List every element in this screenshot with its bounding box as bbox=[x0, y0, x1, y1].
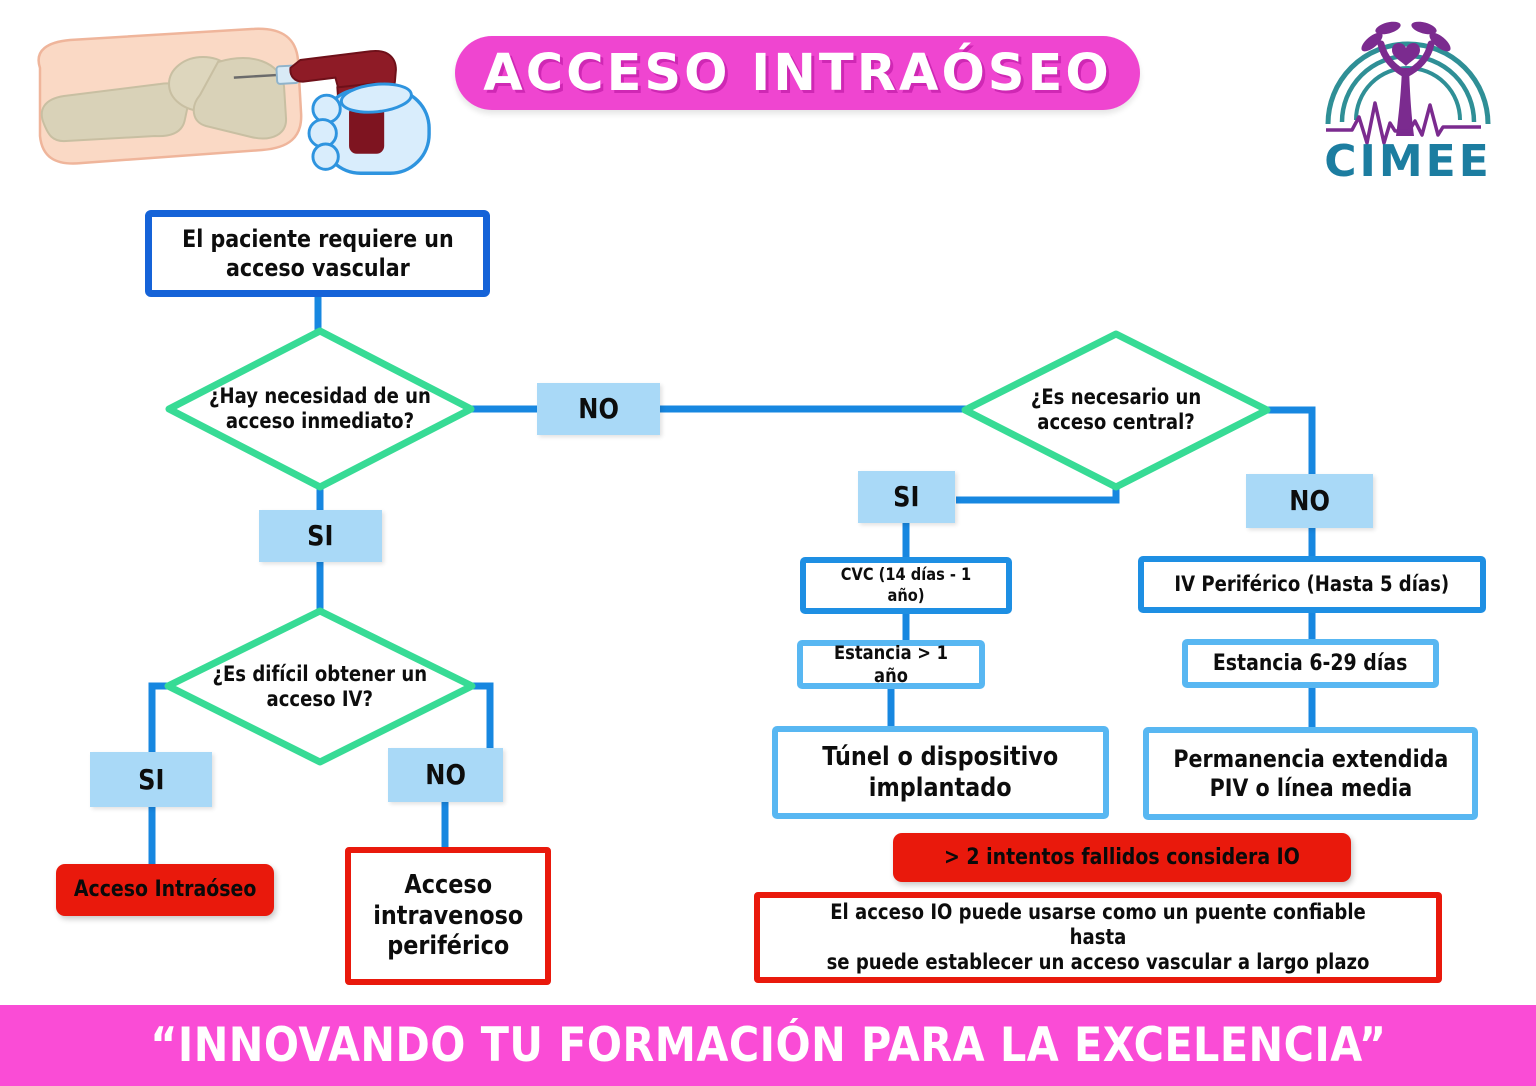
node-start: El paciente requiere un acceso vascular bbox=[145, 210, 490, 297]
node-acceso-intravenoso-periferico: Acceso intravenoso periférico bbox=[345, 847, 551, 985]
node-tunel-dispositivo: Túnel o dispositivo implantado bbox=[772, 726, 1109, 819]
footer-banner: “INNOVANDO TU FORMACIÓN PARA LA EXCELENC… bbox=[0, 1005, 1536, 1086]
diamond-acceso-central bbox=[961, 330, 1271, 491]
diamond-dificil-iv bbox=[164, 607, 476, 766]
label-no-inmediato: NO bbox=[537, 383, 660, 435]
cimee-logo: CIMEE bbox=[1324, 21, 1492, 183]
node-acceso-intraoseo: Acceso Intraóseo bbox=[56, 864, 274, 916]
label-si-inmediato: SI bbox=[259, 510, 382, 562]
page-title: ACCESO INTRAÓSEO bbox=[483, 43, 1112, 103]
decision-diamonds bbox=[164, 327, 1271, 766]
connector-lines bbox=[148, 296, 1316, 866]
label-no-central: NO bbox=[1246, 474, 1373, 528]
node-intentos-fallidos: > 2 intentos fallidos considera IO bbox=[893, 833, 1351, 882]
node-cvc: CVC (14 días - 1 año) bbox=[800, 557, 1012, 614]
footer-slogan: “INNOVANDO TU FORMACIÓN PARA LA EXCELENC… bbox=[149, 1018, 1387, 1073]
node-estancia-mayor-1-ano: Estancia > 1 año bbox=[797, 640, 985, 689]
label-si-dificil: SI bbox=[90, 752, 212, 807]
diamond-acceso-inmediato bbox=[165, 327, 475, 491]
node-permanencia-extendida: Permanencia extendida PIV o línea media bbox=[1143, 727, 1478, 820]
title-banner: ACCESO INTRAÓSEO bbox=[455, 36, 1140, 110]
node-nota-puente-io: El acceso IO puede usarse como un puente… bbox=[754, 892, 1442, 983]
diamond-label-acceso-inmediato: ¿Hay necesidad de un acceso inmediato? bbox=[209, 384, 431, 433]
knee-bone-illustration bbox=[37, 27, 303, 165]
label-si-central: SI bbox=[858, 471, 955, 523]
io-drill-hand-illustration bbox=[233, 49, 431, 175]
node-estancia-6-29: Estancia 6-29 días bbox=[1182, 639, 1439, 688]
diamond-label-acceso-central: ¿Es necesario un acceso central? bbox=[1030, 385, 1202, 434]
logo-text: CIMEE bbox=[1324, 136, 1492, 183]
node-iv-periferico: IV Periférico (Hasta 5 días) bbox=[1138, 556, 1486, 613]
diamond-label-dificil-iv: ¿Es difícil obtener un acceso IV? bbox=[212, 662, 428, 711]
label-no-dificil: NO bbox=[388, 748, 503, 802]
